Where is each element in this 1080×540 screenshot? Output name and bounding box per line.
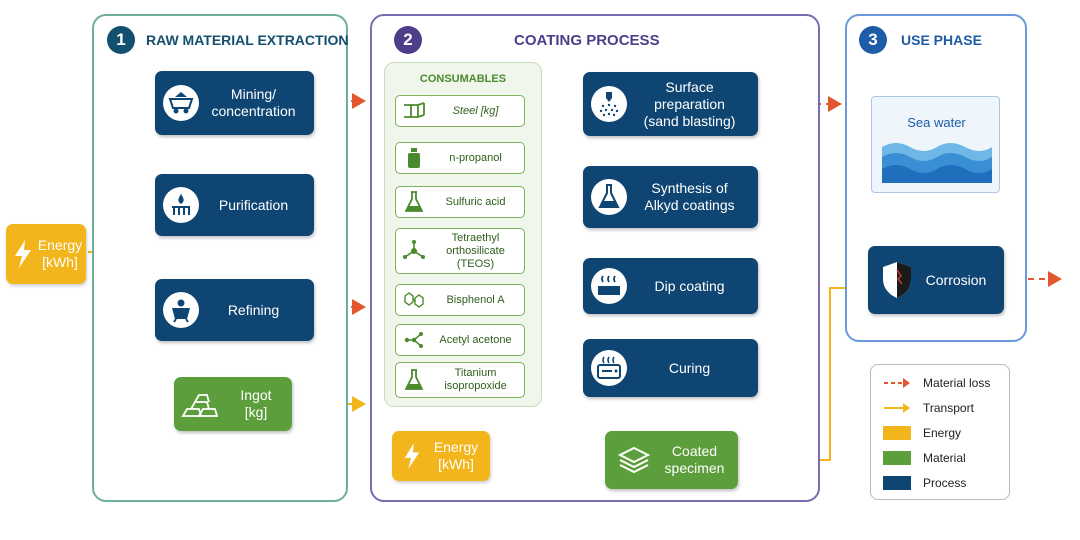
step-badge-1: 1 [107, 26, 135, 54]
consumable-acetyl-acetone-label: Acetyl acetone [439, 333, 512, 346]
process-corrosion[interactable]: Corrosion [868, 246, 1004, 314]
consumable-n-propanol-label: n-propanol [449, 151, 502, 164]
surface-prep-line3: (sand blasting) [643, 112, 736, 129]
molecule-icon [401, 239, 427, 263]
material-ingot[interactable]: Ingot[kg] [174, 377, 292, 431]
surface-prep-line2: preparation [654, 95, 725, 112]
flask-icon [591, 179, 627, 215]
energy-input-left: Energy[kWh] [6, 224, 86, 284]
lightning-icon [15, 240, 31, 268]
purification-icon [163, 187, 199, 223]
arrow-icon [884, 403, 910, 413]
ingot-unit: [kg] [244, 404, 268, 420]
consumable-titanium-line1: Titanium [454, 367, 497, 379]
energy-bottom-unit: [kWh] [438, 456, 474, 472]
consumables-title: CONSUMABLES [419, 73, 507, 85]
corrosion-label: Corrosion [925, 271, 987, 288]
coated-line2: specimen [664, 460, 725, 476]
surface-prep-line1: Surface [665, 78, 714, 95]
dip-coating-label: Dip coating [654, 277, 725, 294]
legend-item-energy: Energy [883, 426, 961, 440]
ingot-label: Ingot [240, 387, 272, 403]
synthesis-line1: Synthesis of [651, 180, 728, 196]
legend-label-process: Process [923, 476, 967, 490]
consumable-n-propanol[interactable]: n-propanol [395, 142, 525, 174]
consumable-acetyl-acetone[interactable]: Acetyl acetone [395, 324, 525, 356]
bottle-icon [401, 147, 427, 169]
sea-water-label: Sea water [907, 115, 966, 130]
dip-bath-icon [591, 268, 627, 304]
consumable-teos-line1: Tetraethyl [451, 231, 500, 244]
process-dip-coating[interactable]: Dip coating [583, 258, 758, 314]
consumable-titanium-line2: isopropoxide [444, 380, 507, 392]
process-purification-label: Purification [218, 196, 289, 213]
energy-left-label: Energy [37, 237, 83, 253]
layers-icon [617, 446, 651, 474]
consumable-sulfuric-acid[interactable]: Sulfuric acid [395, 186, 525, 218]
material-swatch [883, 451, 911, 465]
process-swatch [883, 476, 911, 490]
hexagon-ring-icon [401, 291, 427, 309]
legend-item-material: Material [883, 451, 966, 465]
panel-title-coating: COATING PROCESS [514, 32, 660, 49]
lightning-icon [404, 443, 420, 469]
step-badge-3: 3 [859, 26, 887, 54]
step-badge-2: 2 [394, 26, 422, 54]
flask-icon [401, 369, 427, 391]
legend: Material loss Transport Energy Material … [870, 364, 1010, 500]
crucible-icon [163, 292, 199, 328]
mining-cart-icon [163, 85, 199, 121]
curing-label: Curing [668, 359, 711, 376]
sea-water-box: Sea water [871, 96, 1000, 193]
sand-blasting-icon [591, 86, 627, 122]
legend-label-energy: Energy [923, 426, 962, 440]
process-curing[interactable]: Curing [583, 339, 758, 397]
legend-item-process: Process [883, 476, 966, 490]
process-purification[interactable]: Purification [155, 174, 314, 236]
legend-label-material: Material [923, 451, 966, 465]
consumable-teos-line3: (TEOS) [456, 257, 495, 270]
energy-bottom-label: Energy [433, 439, 479, 455]
shield-icon [883, 262, 911, 298]
oven-icon [591, 350, 627, 386]
consumable-bisphenol-a[interactable]: Bisphenol A [395, 284, 525, 316]
consumable-sulfuric-acid-label: Sulfuric acid [445, 195, 506, 208]
process-mining-line1: Mining/ [230, 86, 277, 102]
energy-input-bottom: Energy[kWh] [392, 431, 490, 481]
steel-beam-icon [401, 102, 427, 120]
synthesis-line2: Alkyd coatings [644, 197, 735, 213]
consumable-bisphenol-a-label: Bisphenol A [446, 293, 505, 306]
panel-title-use-phase: USE PHASE [901, 32, 982, 48]
consumable-steel-label: Steel [kg] [452, 104, 499, 117]
ingot-bars-icon [181, 394, 219, 417]
process-mining-line2: concentration [211, 103, 296, 119]
molecule-small-icon [401, 331, 427, 349]
process-mining[interactable]: Mining/concentration [155, 71, 314, 135]
energy-left-unit: [kWh] [42, 254, 78, 270]
consumable-teos-line2: orthosilicate [446, 244, 505, 257]
process-refining[interactable]: Refining [155, 279, 314, 341]
flask-icon [401, 191, 427, 213]
waves-icon [882, 143, 992, 183]
legend-label-transport: Transport [923, 401, 974, 415]
consumable-steel[interactable]: Steel [kg] [395, 95, 525, 127]
panel-title-extraction: RAW MATERIAL EXTRACTION [146, 32, 349, 48]
legend-label-material-loss: Material loss [923, 376, 991, 390]
dashed-arrow-icon [884, 378, 910, 388]
legend-item-transport: Transport [883, 401, 974, 415]
energy-swatch [883, 426, 911, 440]
legend-item-material-loss: Material loss [883, 376, 990, 390]
process-refining-label: Refining [227, 301, 280, 318]
coated-line1: Coated [671, 443, 718, 459]
